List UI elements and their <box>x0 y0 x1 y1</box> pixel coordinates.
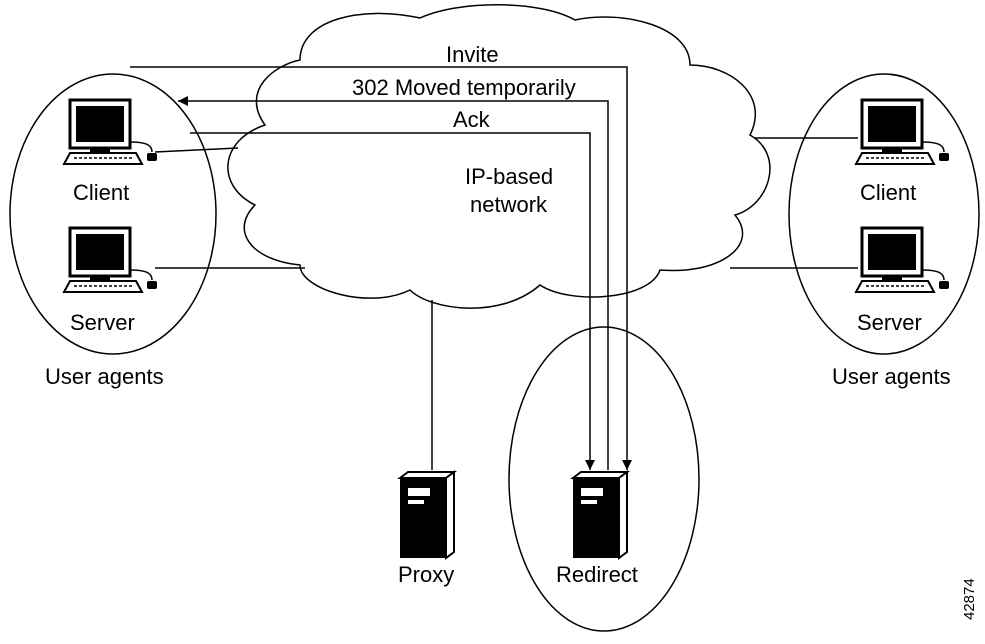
right-user-agent-group <box>788 73 980 355</box>
invite-arrow <box>130 66 632 470</box>
proxy-label: Proxy <box>398 562 454 587</box>
left-server-workstation-icon <box>62 226 159 294</box>
left-server-label: Server <box>70 310 135 335</box>
right-server-workstation-icon <box>854 226 951 294</box>
proxy-server-icon <box>399 471 455 559</box>
network-label-line2: network <box>470 192 548 217</box>
ack-label: Ack <box>453 107 491 132</box>
moved-temporarily-arrow <box>178 96 609 470</box>
network-label-line1: IP-based <box>465 164 553 189</box>
right-client-label: Client <box>860 180 916 205</box>
right-user-agents-label: User agents <box>832 364 951 389</box>
redirect-server-group <box>508 326 700 632</box>
redirect-label: Redirect <box>556 562 638 587</box>
right-client-workstation-icon <box>854 98 951 166</box>
redirect-server-icon <box>572 471 628 559</box>
left-client-workstation-icon <box>62 98 159 166</box>
ack-arrow <box>190 132 595 470</box>
moved-temporarily-label: 302 Moved temporarily <box>352 75 576 100</box>
left-client-label: Client <box>73 180 129 205</box>
left-user-agent-group <box>9 73 217 355</box>
left-client-link <box>154 147 239 153</box>
ip-network-cloud <box>227 4 771 309</box>
left-user-agents-label: User agents <box>45 364 164 389</box>
figure-id: 42874 <box>961 578 978 620</box>
invite-label: Invite <box>446 42 499 67</box>
right-server-label: Server <box>857 310 922 335</box>
